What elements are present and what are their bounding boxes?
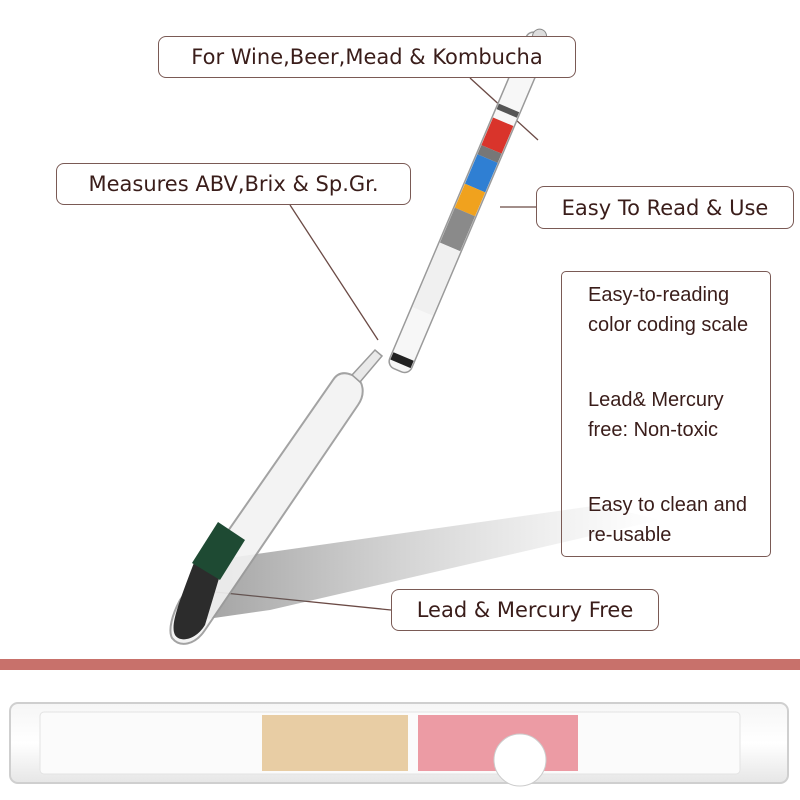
callout-lead-free: Lead & Mercury Free [391,589,659,631]
storage-case [9,702,789,787]
feature-line: color coding scale [588,314,749,336]
scale-orange [454,183,486,217]
scale-blue [464,154,498,193]
hydrometer-shadow [200,505,660,620]
scale-gray-1 [477,145,502,163]
callout-easy-read: Easy To Read & Use [536,186,794,229]
feature-item: Easy to clean and re-usable [588,490,770,550]
scale-gray-2 [439,207,476,252]
case-label-dial [493,733,547,787]
callout-measures: Measures ABV,Brix & Sp.Gr. [56,163,411,205]
features-panel: Easy-to-reading color coding scale Lead&… [561,271,771,557]
feature-line: Lead& Mercury [588,389,724,411]
ballast-green-band [192,522,245,580]
feature-line: free: Non-toxic [588,419,719,441]
divider-band [0,659,800,670]
callout-uses: For Wine,Beer,Mead & Kombucha [158,36,576,78]
case-label-tan [262,715,408,771]
stem-cap-band [390,352,414,369]
feature-item: Easy-to-reading color coding scale [588,280,770,340]
callout-lead-free-text: Lead & Mercury Free [416,598,634,622]
ballast-pellets [173,560,220,640]
callout-uses-text: For Wine,Beer,Mead & Kombucha [191,45,543,69]
stem-top-band [496,103,520,118]
hydrometer-neck [350,348,384,384]
feature-item: Lead& Mercury free: Non-toxic [588,385,770,445]
feature-line: Easy to clean and [588,494,747,516]
feature-line: re-usable [588,524,672,546]
scale-clear [412,242,461,316]
scale-red [481,117,514,154]
callout-easy-read-text: Easy To Read & Use [561,195,769,220]
callout-measures-text: Measures ABV,Brix & Sp.Gr. [88,172,379,196]
feature-line: Easy-to-reading [588,284,730,306]
